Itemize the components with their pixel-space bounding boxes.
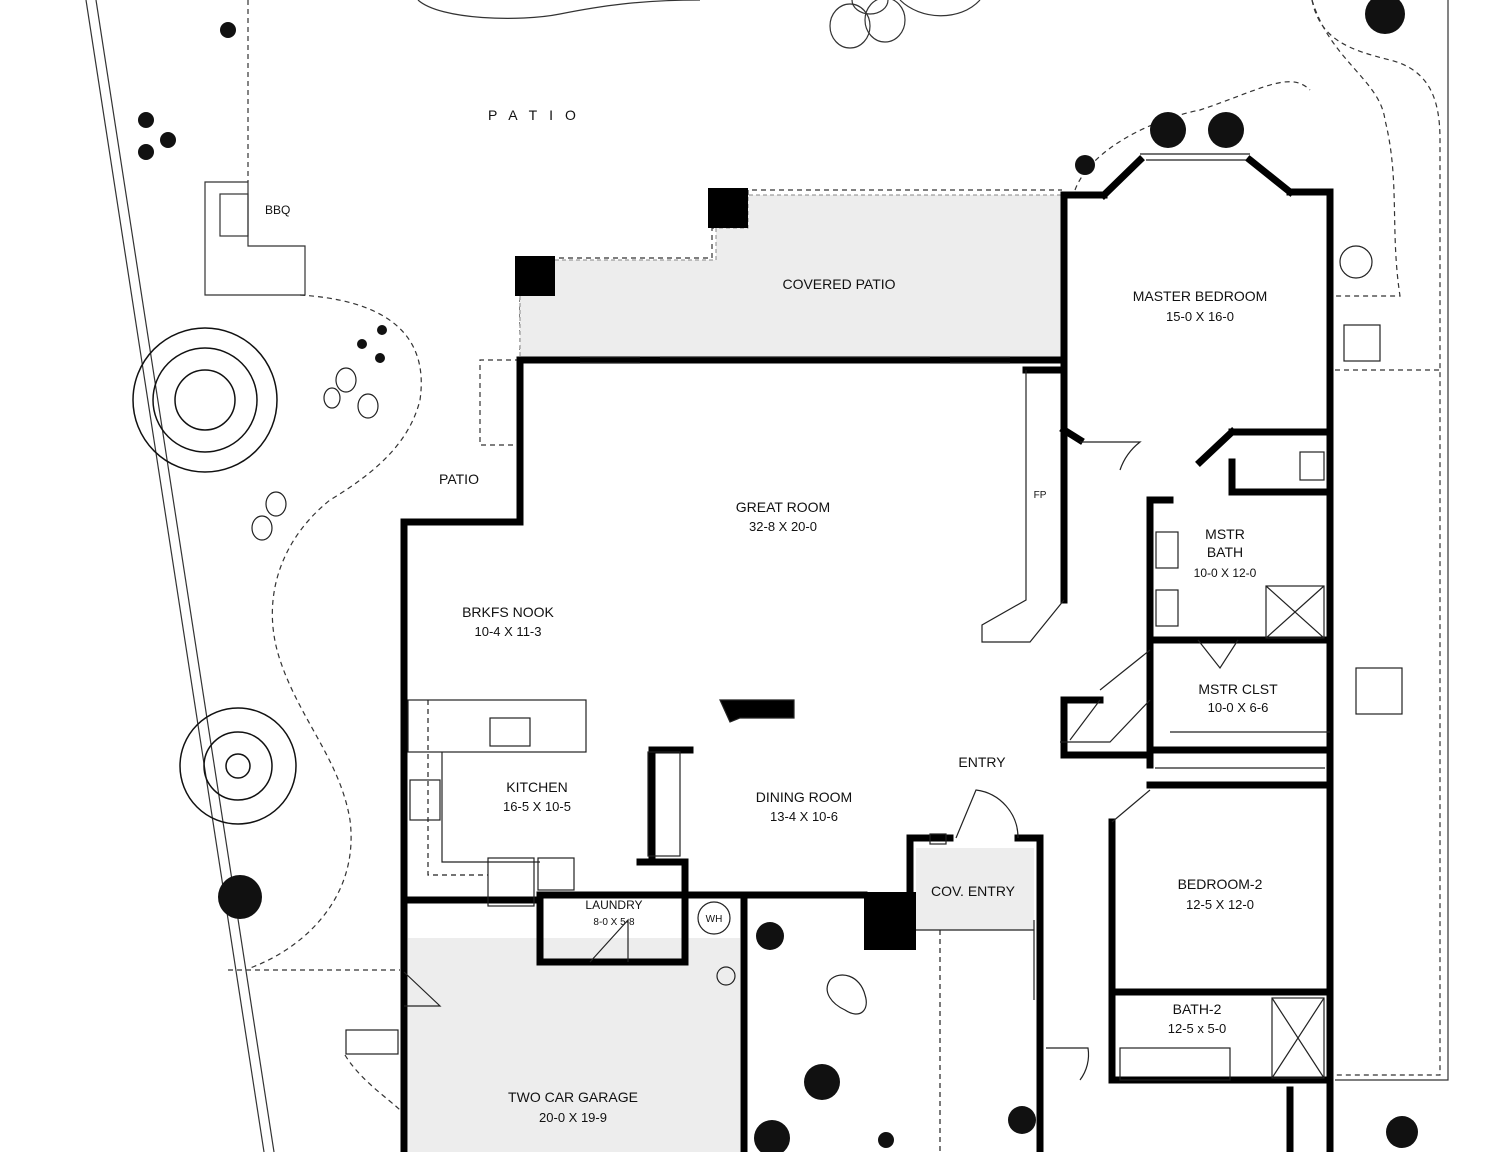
master-bedroom-name: MASTER BEDROOM xyxy=(1133,288,1268,304)
bedroom-2-dims: 12-5 X 12-0 xyxy=(1186,897,1254,912)
laundry-dims: 8-0 X 5-8 xyxy=(593,917,635,928)
brkfs-nook-dims: 10-4 X 11-3 xyxy=(475,624,542,639)
tree-large xyxy=(132,327,297,825)
master-bedroom-dims: 15-0 X 16-0 xyxy=(1166,309,1234,324)
walls xyxy=(400,155,1334,1152)
great-room-name: GREAT ROOM xyxy=(736,499,830,515)
landscape-plants xyxy=(132,0,1418,1152)
covered-patio-area xyxy=(519,194,1065,358)
mstr-clst-dims: 10-0 X 6-6 xyxy=(1208,700,1269,715)
bath-2-dims: 12-5 x 5-0 xyxy=(1168,1021,1227,1036)
boulders xyxy=(829,0,906,49)
room-labels: PATIO BBQ PATIO COVERED PATIO GREAT ROOM… xyxy=(265,107,1278,1125)
brkfs-nook-name: BRKFS NOOK xyxy=(462,604,554,620)
bbq-label: BBQ xyxy=(265,203,290,217)
mstr-bath-name-2: BATH xyxy=(1207,544,1243,560)
garage-area xyxy=(408,938,740,1152)
dining-room-name: DINING ROOM xyxy=(756,789,852,805)
shrubs xyxy=(138,0,1418,1152)
patio-top-label: PATIO xyxy=(488,107,588,123)
kitchen-name: KITCHEN xyxy=(506,779,567,795)
fireplace-label: FP xyxy=(1034,490,1047,501)
bedroom-2-name: BEDROOM-2 xyxy=(1178,876,1263,892)
kitchen-dims: 16-5 X 10-5 xyxy=(503,799,571,814)
mstr-bath-dims: 10-0 X 12-0 xyxy=(1194,566,1257,580)
cov-entry-label: COV. ENTRY xyxy=(931,883,1016,899)
dining-room-dims: 13-4 X 10-6 xyxy=(770,809,838,824)
covered-patio-label: COVERED PATIO xyxy=(782,276,895,292)
bath-2-name: BATH-2 xyxy=(1173,1001,1222,1017)
laundry-name: LAUNDRY xyxy=(585,898,642,912)
water-heater-label: WH xyxy=(706,914,723,925)
cov-entry-area xyxy=(916,848,1034,930)
mstr-bath-name-1: MSTR xyxy=(1205,526,1245,542)
patio-side-label: PATIO xyxy=(439,471,479,487)
entry-label: ENTRY xyxy=(958,754,1006,770)
mstr-clst-name: MSTR CLST xyxy=(1198,681,1278,697)
garage-name: TWO CAR GARAGE xyxy=(508,1089,638,1105)
doors xyxy=(403,441,1239,1081)
bbq xyxy=(204,181,306,296)
great-room-dims: 32-8 X 20-0 xyxy=(749,519,817,534)
interior-lines xyxy=(251,153,1403,1152)
garage-dims: 20-0 X 19-9 xyxy=(539,1110,607,1125)
